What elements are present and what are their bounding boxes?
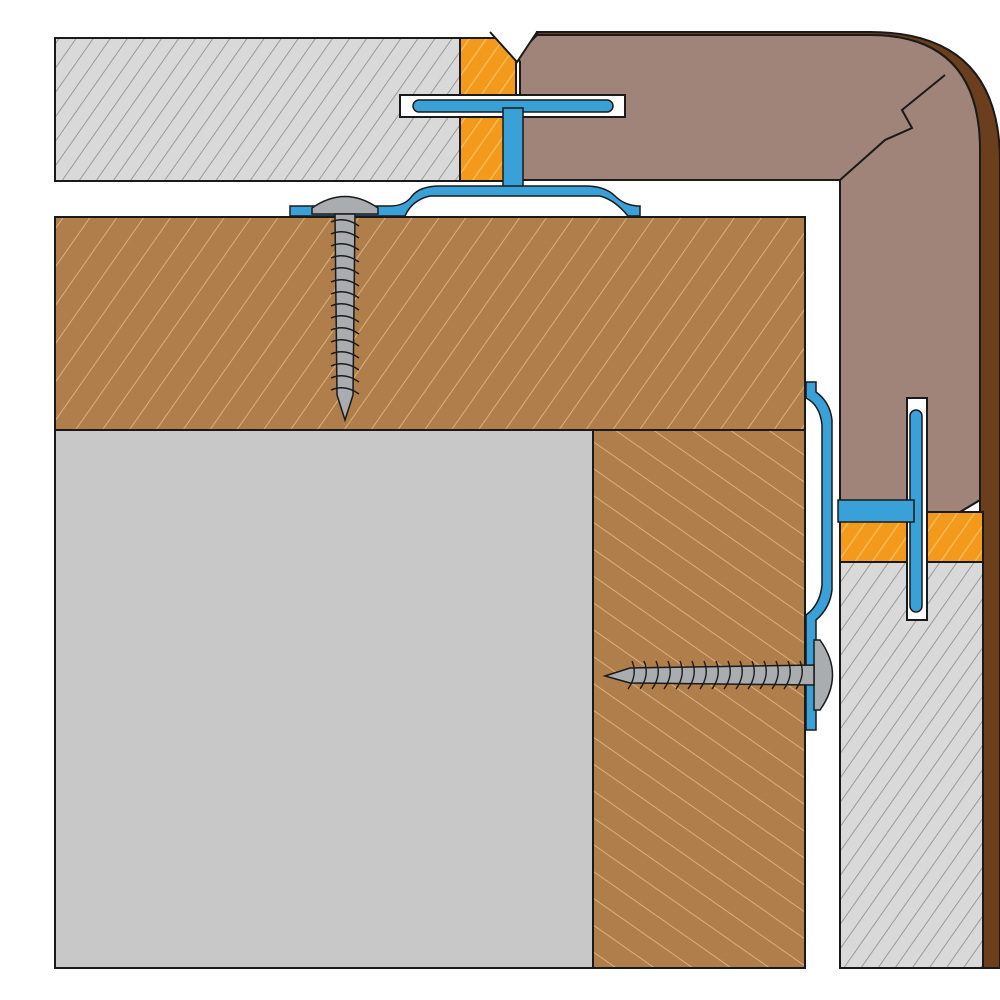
- screw-thread: [771, 660, 779, 690]
- screw-thread: [639, 660, 647, 690]
- screw-thread: [330, 231, 360, 239]
- screw-thread: [330, 291, 360, 299]
- screw-thread: [330, 387, 360, 395]
- screw-thread: [330, 351, 360, 359]
- joint-notch: [489, 31, 538, 64]
- screw-thread: [711, 660, 719, 690]
- screw-thread: [330, 363, 360, 371]
- screw-thread: [330, 315, 360, 323]
- screw-vertical-threads: [330, 219, 360, 395]
- screw-vertical: [311, 195, 379, 423]
- corner-cover: [515, 34, 981, 513]
- screw-thread: [330, 375, 360, 383]
- screw-thread: [795, 660, 803, 690]
- screw-thread: [699, 660, 707, 690]
- board-core: [54, 429, 594, 969]
- screw-thread: [663, 660, 671, 690]
- screw-thread: [627, 660, 635, 690]
- mounting-profile-right: [805, 381, 928, 731]
- screw-thread: [759, 660, 767, 690]
- screw-thread: [783, 660, 791, 690]
- screw-vertical-shank: [334, 213, 356, 423]
- timber-beam: [54, 216, 806, 431]
- screw-vertical-head: [311, 195, 379, 215]
- screw-horizontal-threads: [627, 660, 803, 690]
- timber-post: [592, 429, 806, 969]
- cover-fold-line: [839, 74, 946, 181]
- screw-horizontal: [602, 639, 834, 711]
- screw-thread: [330, 339, 360, 347]
- screw-thread: [330, 303, 360, 311]
- tile-top: [54, 37, 461, 182]
- screw-thread: [330, 255, 360, 263]
- screw-horizontal-head: [813, 639, 834, 711]
- screw-horizontal-shank: [602, 664, 815, 686]
- screw-thread: [723, 660, 731, 690]
- screw-thread: [330, 243, 360, 251]
- screw-thread: [747, 660, 755, 690]
- screw-thread: [687, 660, 695, 690]
- screw-thread: [735, 660, 743, 690]
- profile-right-base: [805, 381, 833, 731]
- tile-right: [839, 561, 984, 969]
- screw-thread: [330, 267, 360, 275]
- screw-thread: [330, 219, 360, 227]
- screw-thread: [675, 660, 683, 690]
- profile-top-web: [502, 107, 524, 189]
- screw-thread: [330, 279, 360, 287]
- profile-right-web: [837, 499, 915, 523]
- screw-thread: [330, 327, 360, 335]
- screw-thread: [651, 660, 659, 690]
